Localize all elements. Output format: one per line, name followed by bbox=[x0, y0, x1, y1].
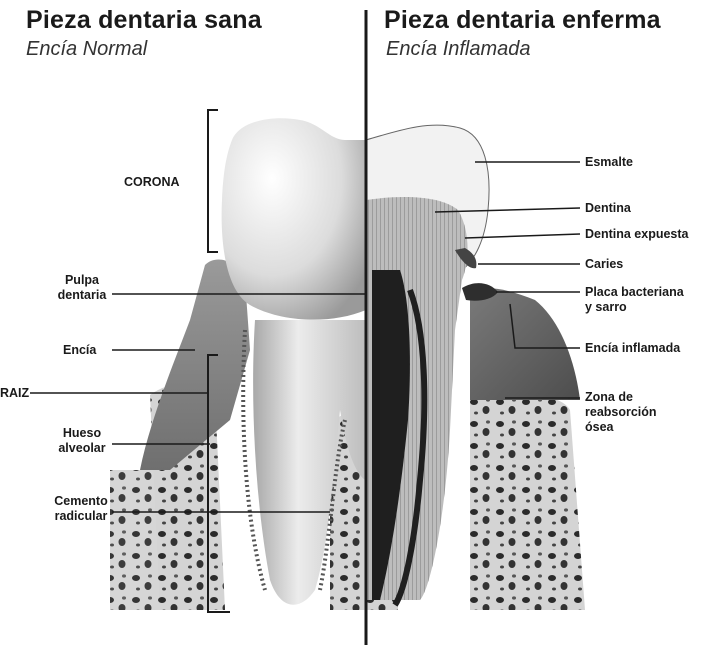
label-dentina: Dentina bbox=[585, 201, 631, 216]
label-encia-inflamada: Encía inflamada bbox=[585, 341, 680, 356]
label-placa-line2: y sarro bbox=[585, 300, 684, 315]
label-encia: Encía bbox=[63, 343, 96, 358]
label-zona-line3: ósea bbox=[585, 420, 657, 435]
gum-left bbox=[140, 260, 250, 470]
label-pulpa-line2: dentaria bbox=[52, 288, 112, 303]
left-title: Pieza dentaria sana bbox=[26, 6, 262, 35]
label-placa: Placa bacteriana y sarro bbox=[585, 285, 684, 315]
label-esmalte: Esmalte bbox=[585, 155, 633, 170]
label-zona-line2: reabsorción bbox=[585, 405, 657, 420]
label-pulpa-line1: Pulpa bbox=[52, 273, 112, 288]
label-caries: Caries bbox=[585, 257, 623, 272]
label-placa-line1: Placa bacteriana bbox=[585, 285, 684, 300]
label-cemento-line1: Cemento bbox=[48, 494, 114, 509]
left-subtitle: Encía Normal bbox=[26, 38, 147, 61]
label-zona-line1: Zona de bbox=[585, 390, 657, 405]
label-corona: CORONA bbox=[124, 175, 180, 190]
label-raiz: RAIZ bbox=[0, 386, 29, 401]
label-hueso: Hueso alveolar bbox=[52, 426, 112, 456]
label-zona-reabsorcion: Zona de reabsorción ósea bbox=[585, 390, 657, 435]
label-dentina-expuesta: Dentina expuesta bbox=[585, 227, 689, 242]
right-subtitle: Encía Inflamada bbox=[386, 38, 531, 61]
label-cemento-line2: radicular bbox=[48, 509, 114, 524]
label-pulpa: Pulpa dentaria bbox=[52, 273, 112, 303]
label-hueso-line1: Hueso bbox=[52, 426, 112, 441]
label-hueso-line2: alveolar bbox=[52, 441, 112, 456]
gum-right-inflamed bbox=[470, 288, 580, 400]
right-title: Pieza dentaria enferma bbox=[384, 6, 661, 35]
corona-bracket bbox=[208, 110, 218, 252]
label-cemento: Cemento radicular bbox=[48, 494, 114, 524]
